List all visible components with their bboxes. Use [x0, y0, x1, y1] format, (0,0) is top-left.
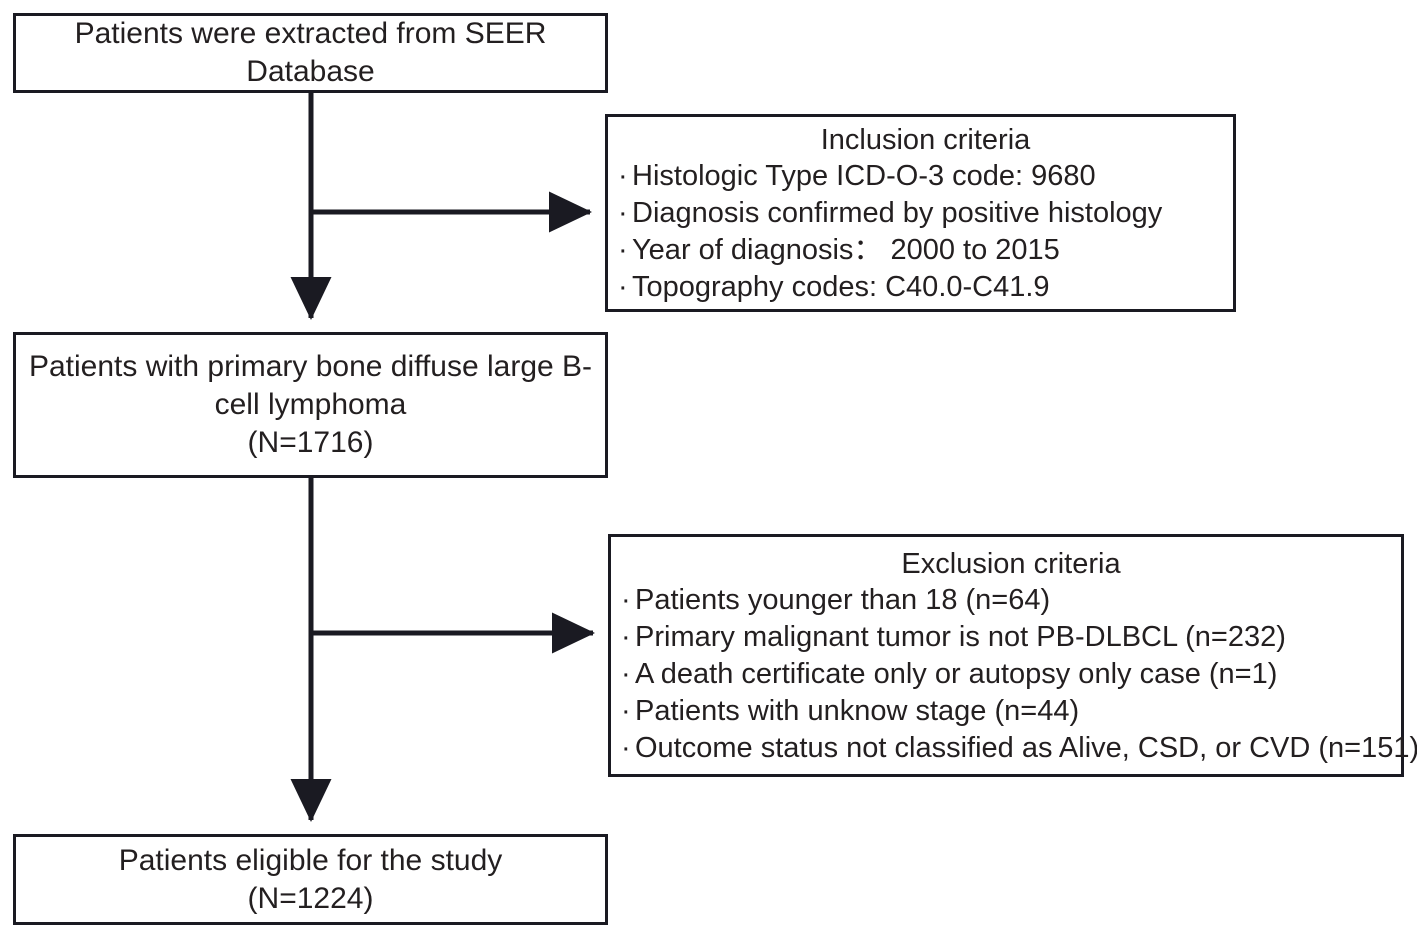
list-item: ·A death certificate only or autopsy onl…	[621, 656, 1401, 693]
bullet-icon: ·	[618, 197, 628, 229]
bullet-icon: ·	[621, 584, 631, 616]
inclusion-item-text: Year of diagnosis： 2000 to 2015	[632, 234, 1060, 266]
node-eligible-label: Patients eligible for the study	[118, 843, 503, 877]
bullet-icon: ·	[621, 732, 631, 764]
inclusion-criteria-list: ·Histologic Type ICD-O-3 code: 9680 ·Dia…	[618, 158, 1233, 306]
node-exclusion-criteria-box: Exclusion criteria ·Patients younger tha…	[608, 534, 1417, 777]
exclusion-content: Exclusion criteria ·Patients younger tha…	[611, 540, 1417, 771]
list-item: ·Diagnosis confirmed by positive histolo…	[618, 195, 1233, 232]
bullet-icon: ·	[621, 695, 631, 727]
node-eligible-box: Patients eligible for the study (N=1224)	[13, 834, 608, 925]
bullet-icon: ·	[618, 160, 628, 192]
list-item: ·Primary malignant tumor is not PB-DLBCL…	[621, 619, 1401, 656]
list-item: ·Patients with unknow stage (n=44)	[621, 693, 1401, 730]
bullet-icon: ·	[621, 658, 631, 690]
list-item: ·Year of diagnosis： 2000 to 2015	[618, 232, 1233, 269]
exclusion-item-text: Outcome status not classified as Alive, …	[635, 732, 1417, 764]
exclusion-item-text: Patients younger than 18 (n=64)	[635, 584, 1051, 616]
node-cohort-count: (N=1716)	[247, 426, 374, 459]
node-source-label: Patients were extracted from SEER Databa…	[74, 17, 555, 88]
list-item: ·Outcome status not classified as Alive,…	[621, 730, 1417, 767]
list-item: ·Topography codes: C40.0-C41.9	[618, 269, 1233, 306]
inclusion-item-text: Histologic Type ICD-O-3 code: 9680	[632, 160, 1096, 192]
bullet-icon: ·	[621, 621, 631, 653]
list-item: ·Patients younger than 18 (n=64)	[621, 582, 1401, 619]
bullet-icon: ·	[618, 234, 628, 266]
inclusion-item-text: Topography codes: C40.0-C41.9	[632, 271, 1050, 303]
exclusion-item-text: Primary malignant tumor is not PB-DLBCL …	[635, 621, 1286, 653]
node-source-box: Patients were extracted from SEER Databa…	[13, 13, 608, 93]
exclusion-item-text: Patients with unknow stage (n=44)	[635, 695, 1080, 727]
exclusion-item-text: A death certificate only or autopsy only…	[635, 658, 1278, 690]
bullet-icon: ·	[618, 271, 628, 303]
exclusion-title: Exclusion criteria	[901, 548, 1121, 580]
inclusion-content: Inclusion criteria ·Histologic Type ICD-…	[608, 116, 1233, 310]
inclusion-title: Inclusion criteria	[820, 124, 1031, 156]
node-cohort-label-line2: cell lymphoma	[214, 388, 407, 421]
node-cohort-box: Patients with primary bone diffuse large…	[13, 332, 608, 478]
node-inclusion-criteria-box: Inclusion criteria ·Histologic Type ICD-…	[605, 114, 1236, 312]
exclusion-criteria-list: ·Patients younger than 18 (n=64) ·Primar…	[621, 582, 1417, 767]
node-eligible-count: (N=1224)	[247, 881, 374, 915]
node-cohort-label-line1: Patients with primary bone diffuse large…	[28, 350, 593, 383]
inclusion-item-text: Diagnosis confirmed by positive histolog…	[632, 197, 1163, 229]
list-item: ·Histologic Type ICD-O-3 code: 9680	[618, 158, 1233, 195]
